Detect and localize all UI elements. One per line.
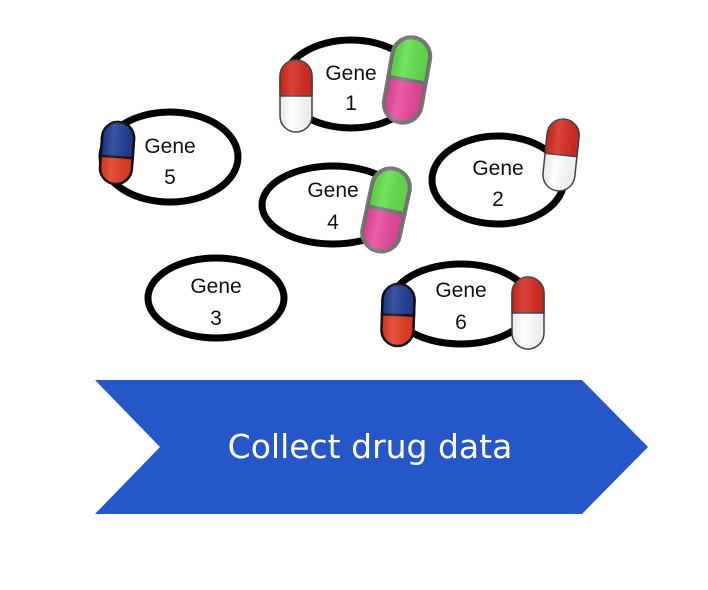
gene-2-label-line1: Gene (472, 157, 523, 180)
gene-5-label-line2: 5 (164, 166, 176, 189)
green-pink-pill-icon (381, 35, 433, 125)
gene-2-label-line2: 2 (492, 188, 504, 211)
gene-1-label-line1: Gene (325, 62, 376, 85)
gene-5-label-line1: Gene (144, 135, 195, 158)
gene-5-node: Gene 5 (98, 108, 242, 206)
gene-1-label-line2: 1 (345, 92, 357, 115)
gene-3-node: Gene 3 (144, 254, 288, 342)
arrow-shape (95, 380, 648, 514)
gene-3-ellipse (144, 254, 288, 342)
collect-drug-data-arrow: Collect drug data (95, 380, 648, 514)
gene-3-label-line2: 3 (210, 307, 222, 330)
gene-4-label-line2: 4 (327, 211, 339, 234)
gene-6-label-line2: 6 (455, 311, 467, 334)
arrow-label: Collect drug data (228, 427, 513, 466)
red-white-pill-icon (279, 59, 313, 133)
blue-red-pill-icon (98, 120, 136, 186)
blue-red-pill-icon (380, 282, 416, 348)
gene-6-label-line1: Gene (435, 279, 486, 302)
red-white-pill-icon (542, 118, 580, 192)
gene-3-label-line1: Gene (190, 275, 241, 298)
red-white-pill-icon (511, 276, 545, 350)
gene-4-label-line1: Gene (307, 179, 358, 202)
gene-2-node: Gene 2 (428, 132, 568, 228)
green-pink-pill-icon (360, 166, 412, 254)
